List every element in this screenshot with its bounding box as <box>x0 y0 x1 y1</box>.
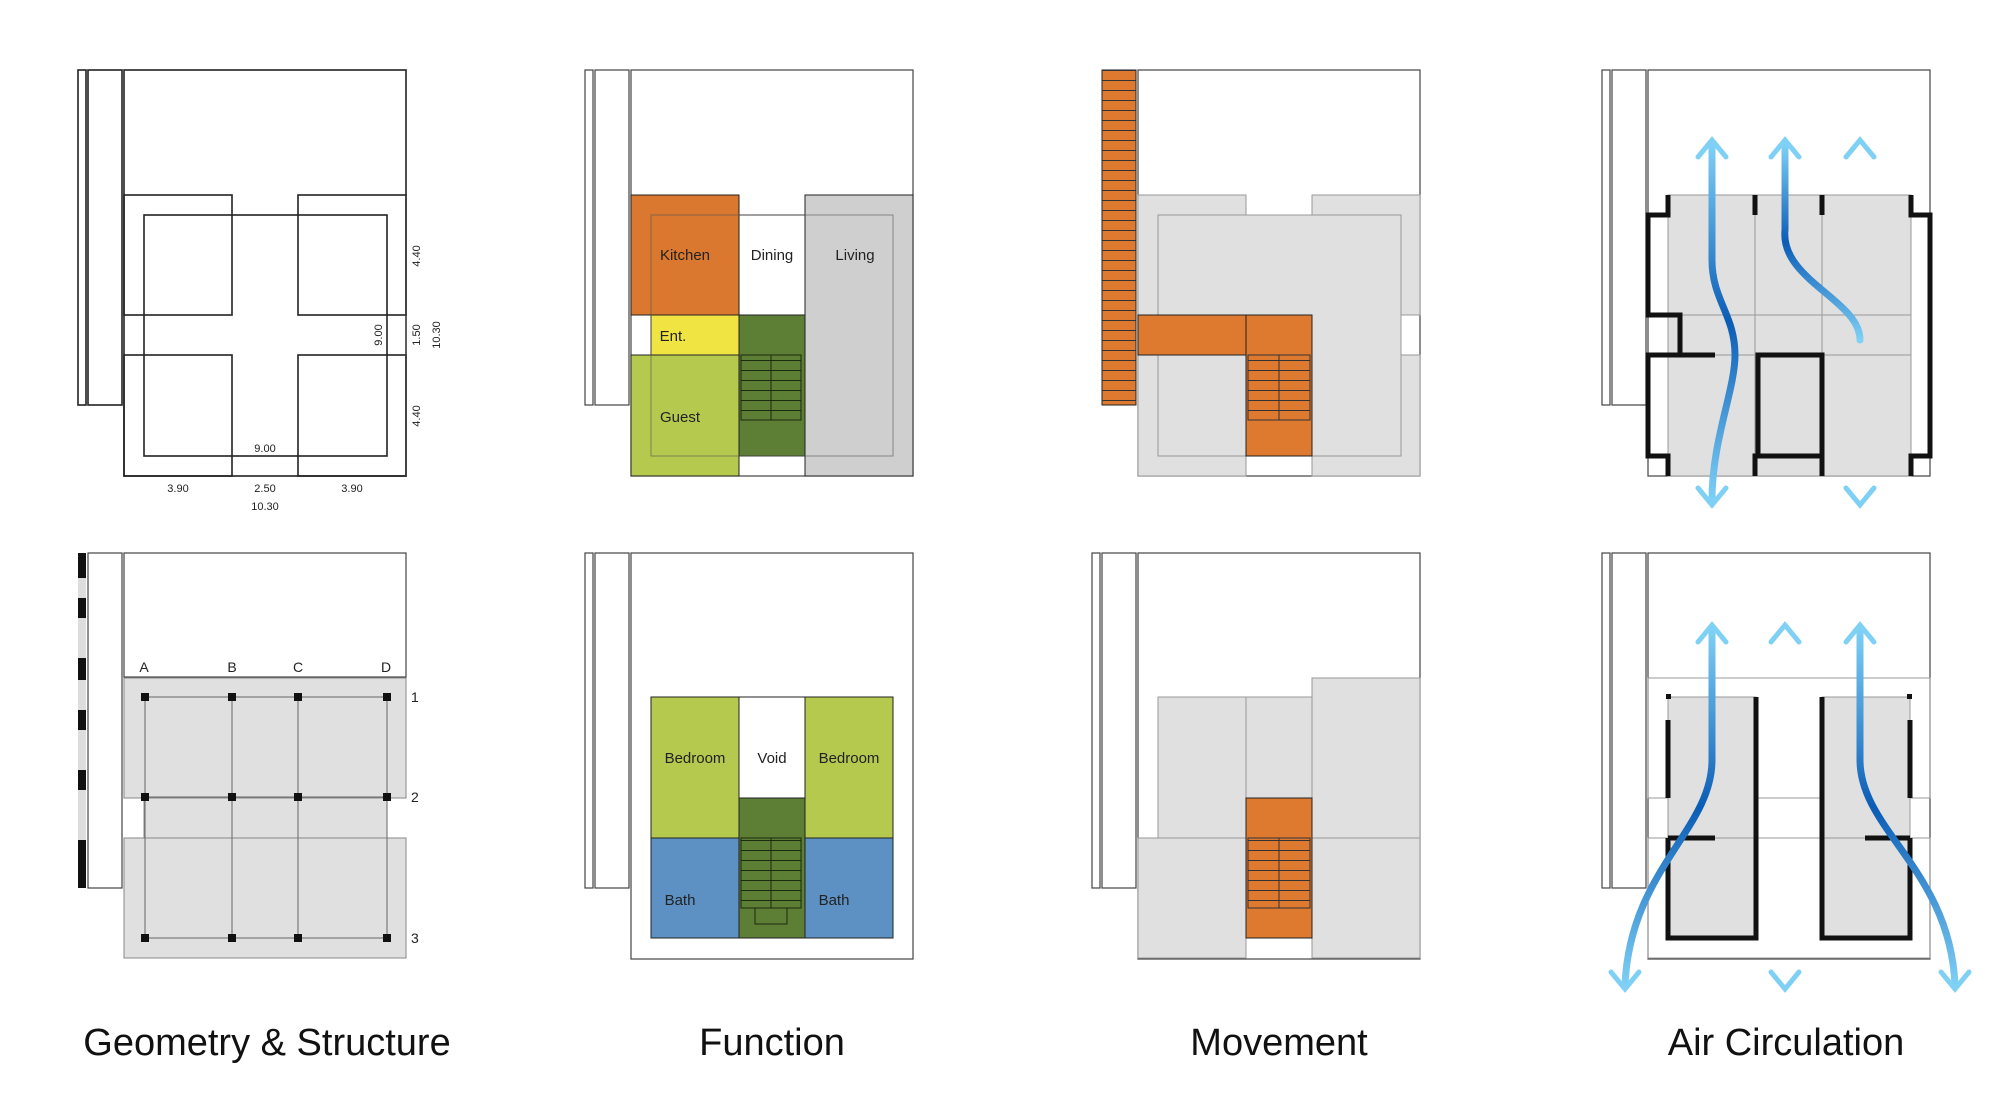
grid-label-b: B <box>227 659 236 675</box>
room-dining: Dining <box>751 247 794 264</box>
column-marker-icon <box>141 693 391 942</box>
movement-plan-upper <box>1091 552 1421 960</box>
dim-900-vertical: 9.00 <box>373 324 385 345</box>
room-bath-left: Bath <box>665 892 696 909</box>
room-living: Living <box>835 247 874 264</box>
grid-label-3: 3 <box>411 930 419 946</box>
staircase-icon <box>740 837 802 925</box>
dim-1030-vertical: 10.30 <box>431 321 443 349</box>
function-plan-upper: Bedroom Void Bedroom Bath Bath <box>584 552 914 960</box>
caption-air-circulation: Air Circulation <box>1667 1022 1905 1064</box>
function-plan-ground: Kitchen Dining Living Ent. Guest <box>584 69 914 477</box>
staircase-icon <box>740 354 802 421</box>
dim-1030-horizontal: 10.30 <box>251 501 279 513</box>
air-plan-ground <box>1601 69 1933 477</box>
room-bedroom-right: Bedroom <box>819 750 880 767</box>
grid-label-2: 2 <box>411 789 419 805</box>
airflow-arrow-icon <box>1695 136 1877 509</box>
room-entrance: Ent. <box>660 328 687 345</box>
room-guest: Guest <box>660 409 701 426</box>
grid-label-c: C <box>293 659 303 675</box>
geometry-dimensions: 4.40 1.50 10.30 9.00 4.40 9.00 3.90 2.50… <box>167 195 443 513</box>
staircase-icon <box>1247 837 1311 909</box>
grid-label-a: A <box>139 659 149 675</box>
staircase-icon <box>1247 354 1311 421</box>
dim-440-top: 4.40 <box>411 245 423 266</box>
structure-plan: A B C D 1 2 3 <box>78 552 419 959</box>
dim-440-bottom: 4.40 <box>411 405 423 426</box>
room-void: Void <box>757 750 786 767</box>
airflow-arrow-icon <box>1608 621 1972 993</box>
dim-390-right: 3.90 <box>341 483 362 495</box>
dim-900-horizontal: 9.00 <box>254 443 275 455</box>
caption-geometry-structure: Geometry & Structure <box>83 1022 451 1064</box>
caption-function: Function <box>699 1022 845 1064</box>
air-plan-upper <box>1601 552 1931 960</box>
caption-movement: Movement <box>1190 1022 1368 1064</box>
grid-label-1: 1 <box>411 689 419 705</box>
room-bedroom-left: Bedroom <box>665 750 726 767</box>
room-kitchen: Kitchen <box>660 247 710 264</box>
room-bath-right: Bath <box>819 892 850 909</box>
dim-150: 1.50 <box>411 324 423 345</box>
geometry-plan-ground <box>77 69 407 477</box>
dim-250: 2.50 <box>254 483 275 495</box>
grid-label-d: D <box>381 659 391 675</box>
movement-plan-ground <box>1101 69 1421 477</box>
dim-390-left: 3.90 <box>167 483 188 495</box>
